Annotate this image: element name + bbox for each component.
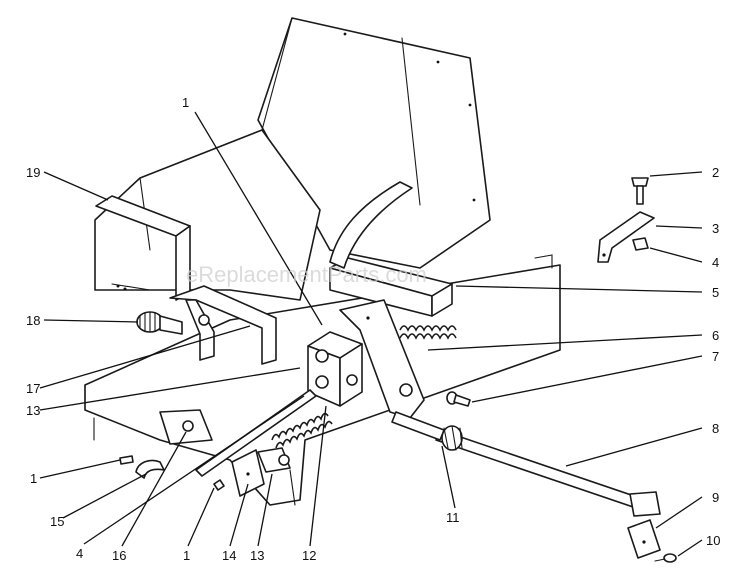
- callout-2: 2: [712, 165, 719, 180]
- callout-17: 17: [26, 381, 40, 396]
- spring-lower: [271, 412, 333, 449]
- part-3-bracket: [597, 211, 655, 263]
- part-9-plate: [627, 519, 661, 559]
- part-16-bracket: [159, 409, 213, 445]
- callout-4-right: 4: [712, 255, 719, 270]
- callout-6: 6: [712, 328, 719, 343]
- spring-upper: [399, 325, 457, 340]
- part-2-bolt: [631, 177, 649, 205]
- part-13-hinge: [257, 447, 291, 473]
- callout-10: 10: [706, 533, 720, 548]
- callouts: 1 2 3 4 5 6 7 8 9 10 11 12 13 14 1 16 4 …: [26, 95, 720, 563]
- callout-11: 11: [446, 510, 460, 525]
- callout-14: 14: [222, 548, 236, 563]
- callout-1-bottom: 1: [183, 548, 190, 563]
- callout-1-left: 1: [30, 471, 37, 486]
- part-8-shaft: [391, 411, 661, 517]
- pedal-arm: [329, 181, 413, 269]
- callout-13-left: 13: [26, 403, 40, 418]
- callout-9: 9: [712, 490, 719, 505]
- part-12-block: [307, 331, 363, 407]
- long-rod: [195, 389, 317, 477]
- callout-12: 12: [302, 548, 316, 563]
- callout-18: 18: [26, 313, 40, 328]
- callout-4-bottom: 4: [76, 546, 83, 561]
- part-10-screw: [654, 553, 677, 563]
- callout-13-bottom: 13: [250, 548, 264, 563]
- part-17-bracket: [169, 285, 277, 365]
- callout-1-top: 1: [182, 95, 189, 110]
- part-15-clip: [135, 459, 165, 479]
- side-panel: [94, 129, 321, 301]
- part-5-pedal-pad: [329, 257, 453, 317]
- part-7-bolt: [446, 391, 471, 407]
- part-1-screws: [119, 455, 225, 491]
- watermark: eReplacementParts.com: [186, 262, 427, 287]
- callout-5: 5: [712, 285, 719, 300]
- callout-7: 7: [712, 349, 719, 364]
- part-18-knob: [136, 311, 183, 335]
- callout-15: 15: [50, 514, 64, 529]
- part-14-plate: [231, 449, 265, 497]
- callout-8: 8: [712, 421, 719, 436]
- callout-3: 3: [712, 221, 719, 236]
- callout-16: 16: [112, 548, 126, 563]
- callout-19: 19: [26, 165, 40, 180]
- part-4-nut: [632, 237, 649, 251]
- leader-lines: [39, 111, 703, 557]
